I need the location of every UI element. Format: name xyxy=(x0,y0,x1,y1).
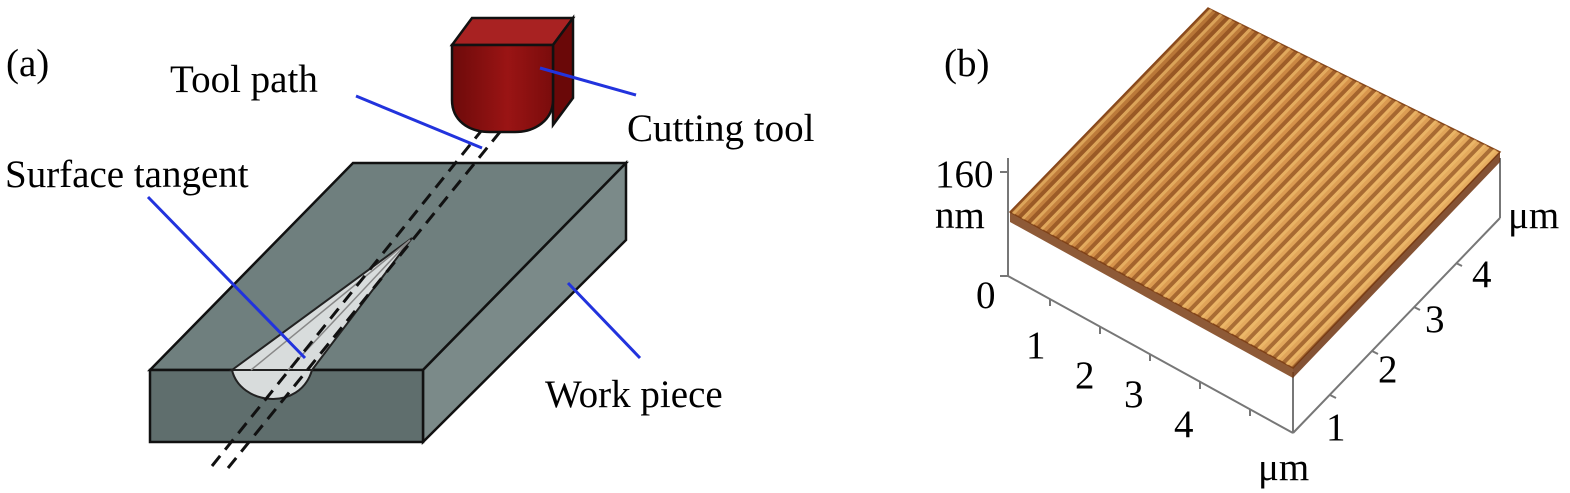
afm-ridge-highlight xyxy=(1167,76,1451,368)
afm-ridge-shadow xyxy=(1013,8,1299,283)
afm-ridge-shadow xyxy=(1010,8,1252,257)
afm-axes xyxy=(1000,158,1501,434)
panel-a: (a) Tool pat xyxy=(5,14,815,469)
afm-ridge-highlight xyxy=(1010,8,1253,260)
panel-a-label: (a) xyxy=(6,42,49,85)
leader-cutting-tool xyxy=(539,66,637,97)
afm-ridge-shadow xyxy=(1174,77,1459,368)
leader-work-piece xyxy=(566,281,642,360)
afm-ridge-highlight xyxy=(1138,60,1423,353)
afm-ridge-shadow xyxy=(1193,88,1478,368)
afm-ridge-shadow xyxy=(1010,8,1261,262)
afm-ridge-shadow xyxy=(1070,20,1355,314)
afm-ridge-shadow xyxy=(1089,31,1374,325)
afm-ridge-shadow xyxy=(1146,62,1431,356)
leader-tool-path xyxy=(355,94,483,150)
leader-lines xyxy=(146,66,642,360)
afm-ridge-highlight xyxy=(1010,8,1282,275)
z-axis-unit: nm xyxy=(935,194,985,237)
afm-ridge-highlight xyxy=(1010,8,1263,265)
afm-ridge-shadow xyxy=(1079,25,1365,319)
afm-ridge-highlight xyxy=(1035,8,1319,296)
afm-ridge-highlight xyxy=(1044,8,1329,301)
panel-b-label: (b) xyxy=(944,42,989,85)
afm-ridge-shadow xyxy=(1042,8,1327,299)
y-tick-3: 3 xyxy=(1425,298,1445,341)
workpiece-front-face xyxy=(148,368,425,444)
cutting-tool-icon xyxy=(449,14,576,134)
afm-ridge-shadow xyxy=(1061,15,1346,309)
z-axis-bottom-label: 0 xyxy=(976,274,996,317)
y-axis-unit: μm xyxy=(1508,194,1559,237)
afm-ridge-shadow xyxy=(1240,114,1500,368)
afm-ridge-highlight xyxy=(1063,18,1348,312)
afm-ridge-shadow xyxy=(1010,8,1271,267)
afm-ridge-highlight xyxy=(1195,91,1480,368)
afm-ridge-highlight xyxy=(1223,107,1500,368)
afm-ridge-highlight xyxy=(1204,96,1489,368)
afm-ridge-highlight xyxy=(1101,39,1385,332)
afm-ridge-shadow xyxy=(1136,57,1422,351)
panel-b: (b) xyxy=(935,7,1559,489)
label-work-piece: Work piece xyxy=(545,373,723,416)
afm-ridge-shadow xyxy=(1108,41,1393,335)
afm-ridge-shadow xyxy=(1164,72,1450,366)
afm-ridge-highlight xyxy=(1010,8,1272,270)
afm-ridge-highlight xyxy=(1072,24,1357,317)
afm-ridge-highlight xyxy=(1148,65,1433,358)
afm-ridge-highlight xyxy=(1016,8,1301,286)
afm-ridge-shadow xyxy=(1117,46,1403,340)
afm-ridge-highlight xyxy=(1091,34,1376,327)
afm-ridge-highlight xyxy=(1082,29,1367,322)
x-tick-4: 4 xyxy=(1174,403,1194,446)
leader-surface-tangent xyxy=(146,195,307,360)
afm-ridge-highlight xyxy=(1054,13,1338,306)
label-surface-tangent: Surface tangent xyxy=(5,153,249,196)
afm-ridge-shadow xyxy=(1010,8,1280,273)
afm-ridge-shadow xyxy=(1127,51,1412,345)
y-tick-2: 2 xyxy=(1378,348,1398,391)
afm-ridge-highlight xyxy=(1186,86,1470,368)
tool-path-dashed-icon xyxy=(210,119,510,469)
afm-ridge-shadow xyxy=(1010,8,1289,278)
x-tick-2: 2 xyxy=(1075,354,1095,397)
groove-profile xyxy=(230,369,314,400)
y-tick-1: 1 xyxy=(1326,406,1346,449)
afm-ridge-highlight xyxy=(1214,102,1499,368)
afm-ridge-highlight xyxy=(1110,44,1395,338)
x-tick-1: 1 xyxy=(1026,324,1046,367)
afm-ridge-shadow xyxy=(1221,103,1500,368)
afm-ridge-highlight xyxy=(1129,55,1414,348)
afm-ridge-highlight xyxy=(1025,8,1310,291)
afm-ridge-highlight xyxy=(1157,70,1442,364)
y-tick-4: 4 xyxy=(1472,253,1492,296)
afm-ridge-shadow xyxy=(1155,67,1440,361)
afm-ridge-highlight xyxy=(1010,8,1291,280)
afm-ridge-highlight xyxy=(1233,112,1500,368)
z-axis-top-label: 160 xyxy=(935,153,994,196)
afm-ridge-shadow xyxy=(1032,8,1318,293)
afm-ridge-highlight xyxy=(1242,117,1500,368)
afm-surface xyxy=(1008,7,1502,378)
afm-ridge-shadow xyxy=(1183,83,1469,368)
afm-ridge-shadow xyxy=(1230,109,1500,368)
afm-ridge-shadow xyxy=(1051,10,1337,304)
afm-ridge-shadow xyxy=(1202,93,1488,368)
afm-ridge-highlight xyxy=(1176,81,1461,368)
x-axis-unit: μm xyxy=(1258,446,1309,489)
label-tool-path: Tool path xyxy=(170,58,318,101)
afm-ridge-shadow xyxy=(1023,8,1308,288)
label-cutting-tool: Cutting tool xyxy=(627,107,815,150)
x-tick-3: 3 xyxy=(1124,373,1144,416)
afm-ridge-shadow xyxy=(1212,98,1497,368)
afm-ridge-shadow xyxy=(1098,36,1384,330)
afm-ridge-highlight xyxy=(1120,50,1404,343)
